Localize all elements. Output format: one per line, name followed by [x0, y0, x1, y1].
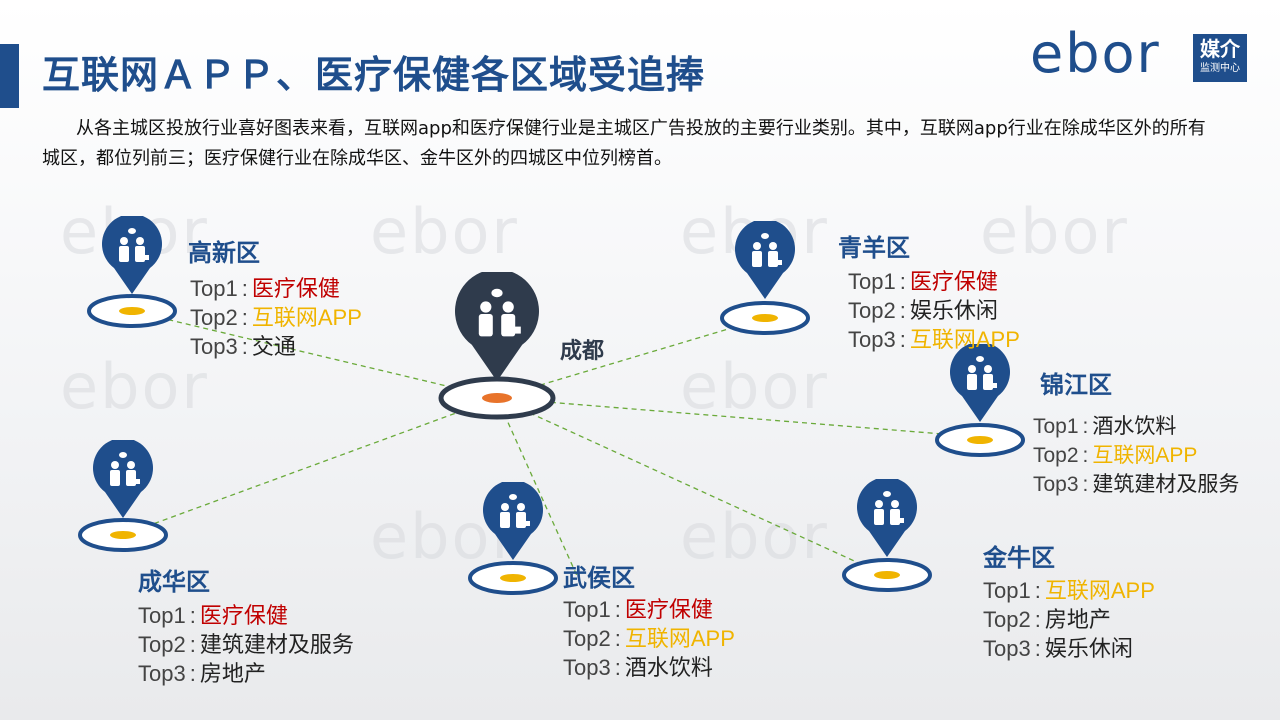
rank-item: 娱乐休闲: [909, 298, 998, 323]
district-name: 高新区: [188, 239, 260, 267]
ranking-row: Top2:互联网APP: [190, 305, 362, 330]
watermark-logo: ebor: [680, 350, 829, 423]
watermark-logo: ebor: [60, 350, 209, 423]
location-pin-icon: [948, 344, 1012, 424]
rank-item: 医疗保健: [624, 597, 713, 622]
intro-paragraph: 从各主城区投放行业喜好图表来看，互联网app和医疗保健行业是主城区广告投放的主要…: [42, 118, 1206, 169]
ranking-row: Top2:房地产: [983, 607, 1111, 632]
location-pin-icon: [481, 482, 545, 562]
logo-wordmark: ebor: [1030, 22, 1161, 85]
ranking-row: Top2:互联网APP: [563, 626, 735, 651]
ranking-row: Top3:互联网APP: [848, 327, 1020, 352]
rank-item: 互联网APP: [1092, 444, 1198, 467]
ranking-row: Top1:医疗保健: [138, 603, 288, 628]
rank-label: Top1: [138, 603, 186, 628]
ranking-row: Top3:酒水饮料: [563, 655, 713, 680]
location-pin-icon: [733, 221, 797, 301]
base-ring-jinniu: [842, 558, 932, 592]
rank-label: Top2: [1033, 444, 1079, 467]
ranking-list: Top1:医疗保健 Top2:建筑建材及服务 Top3:房地产: [138, 601, 354, 688]
district-name: 青羊区: [838, 234, 910, 262]
rank-label: Top3: [563, 655, 611, 680]
rank-label: Top2: [138, 632, 186, 657]
connector-line: [122, 397, 498, 536]
center-pin-icon: [452, 272, 542, 384]
page-title: 互联网ＡＰＰ、医疗保健各区域受追捧: [42, 53, 706, 97]
rank-label: Top1: [563, 597, 611, 622]
ranking-row: Top2:娱乐休闲: [848, 298, 998, 323]
rank-item: 酒水饮料: [1092, 415, 1177, 438]
rank-item: 酒水饮料: [624, 655, 713, 680]
ranking-row: Top1:互联网APP: [983, 578, 1155, 603]
ranking-row: Top2:建筑建材及服务: [138, 632, 354, 657]
rank-item: 互联网APP: [909, 327, 1020, 352]
ranking-row: Top1:医疗保健: [563, 597, 713, 622]
rank-item: 医疗保健: [909, 269, 998, 294]
rank-item: 房地产: [199, 661, 266, 686]
rank-label: Top3: [138, 661, 186, 686]
brand-logo: ebor 媒介 监测中心: [1030, 26, 1255, 86]
logo-badge: 媒介 监测中心: [1193, 34, 1247, 82]
location-pin-icon: [100, 216, 164, 296]
location-pin-icon: [91, 440, 155, 520]
watermark-logo: ebor: [370, 195, 519, 268]
ranking-list: Top1:酒水饮料 Top2:互联网APP Top3:建筑建材及服务: [1033, 412, 1239, 499]
ranking-list: Top1:医疗保健 Top2:互联网APP Top3:酒水饮料: [563, 595, 735, 682]
ranking-row: Top3:建筑建材及服务: [1033, 473, 1240, 496]
logo-badge-sub: 监测中心: [1200, 63, 1240, 74]
title-accent-bar: [0, 44, 19, 108]
ranking-row: Top3:房地产: [138, 661, 266, 686]
connector-line: [496, 397, 886, 576]
rank-item: 医疗保健: [199, 603, 288, 628]
ranking-list: Top1:医疗保健 Top2:互联网APP Top3:交通: [190, 274, 362, 361]
base-ring-wuhou: [468, 561, 558, 595]
rank-item: 建筑建材及服务: [1092, 473, 1240, 496]
district-name: 武侯区: [563, 564, 635, 592]
logo-badge-main: 媒介: [1200, 37, 1240, 61]
rank-label: Top3: [1033, 473, 1079, 496]
location-pin-icon: [855, 479, 919, 559]
rank-label: Top3: [190, 334, 238, 359]
rank-label: Top2: [848, 298, 896, 323]
watermark-logo: ebor: [680, 500, 829, 573]
district-name: 成华区: [138, 568, 210, 596]
ranking-row: Top2:互联网APP: [1033, 444, 1198, 467]
rank-label: Top1: [848, 269, 896, 294]
connector-line: [496, 397, 579, 579]
ranking-list: Top1:医疗保健 Top2:娱乐休闲 Top3:互联网APP: [848, 267, 1020, 354]
base-ring-jinjiang: [935, 423, 1025, 457]
ranking-row: Top3:交通: [190, 334, 296, 359]
connector-line: [496, 397, 981, 438]
rank-item: 互联网APP: [624, 626, 735, 651]
rank-label: Top1: [190, 276, 238, 301]
rank-label: Top1: [983, 578, 1031, 603]
rank-label: Top2: [983, 607, 1031, 632]
rank-label: Top1: [1033, 415, 1079, 438]
district-name: 锦江区: [1040, 371, 1112, 399]
district-name: 金牛区: [983, 544, 1055, 572]
rank-label: Top3: [848, 327, 896, 352]
ranking-row: Top3:娱乐休闲: [983, 636, 1133, 661]
rank-label: Top3: [983, 636, 1031, 661]
rank-label: Top2: [563, 626, 611, 651]
watermark-logo: ebor: [980, 195, 1129, 268]
rank-item: 交通: [251, 334, 296, 359]
rank-label: Top2: [190, 305, 238, 330]
rank-item: 互联网APP: [251, 305, 362, 330]
ranking-list: Top1:互联网APP Top2:房地产 Top3:娱乐休闲: [983, 576, 1155, 663]
rank-item: 房地产: [1044, 607, 1111, 632]
rank-item: 互联网APP: [1044, 578, 1155, 603]
rank-item: 建筑建材及服务: [199, 632, 354, 657]
base-ring-chenghua: [78, 518, 168, 552]
ranking-row: Top1:酒水饮料: [1033, 415, 1177, 438]
base-ring-chengdu: [438, 376, 556, 420]
ranking-row: Top1:医疗保健: [190, 276, 340, 301]
rank-item: 医疗保健: [251, 276, 340, 301]
base-ring-qingyang: [720, 301, 810, 335]
center-label: 成都: [560, 339, 605, 364]
base-ring-gaoxin: [87, 294, 177, 328]
rank-item: 娱乐休闲: [1044, 636, 1133, 661]
ranking-row: Top1:医疗保健: [848, 269, 998, 294]
